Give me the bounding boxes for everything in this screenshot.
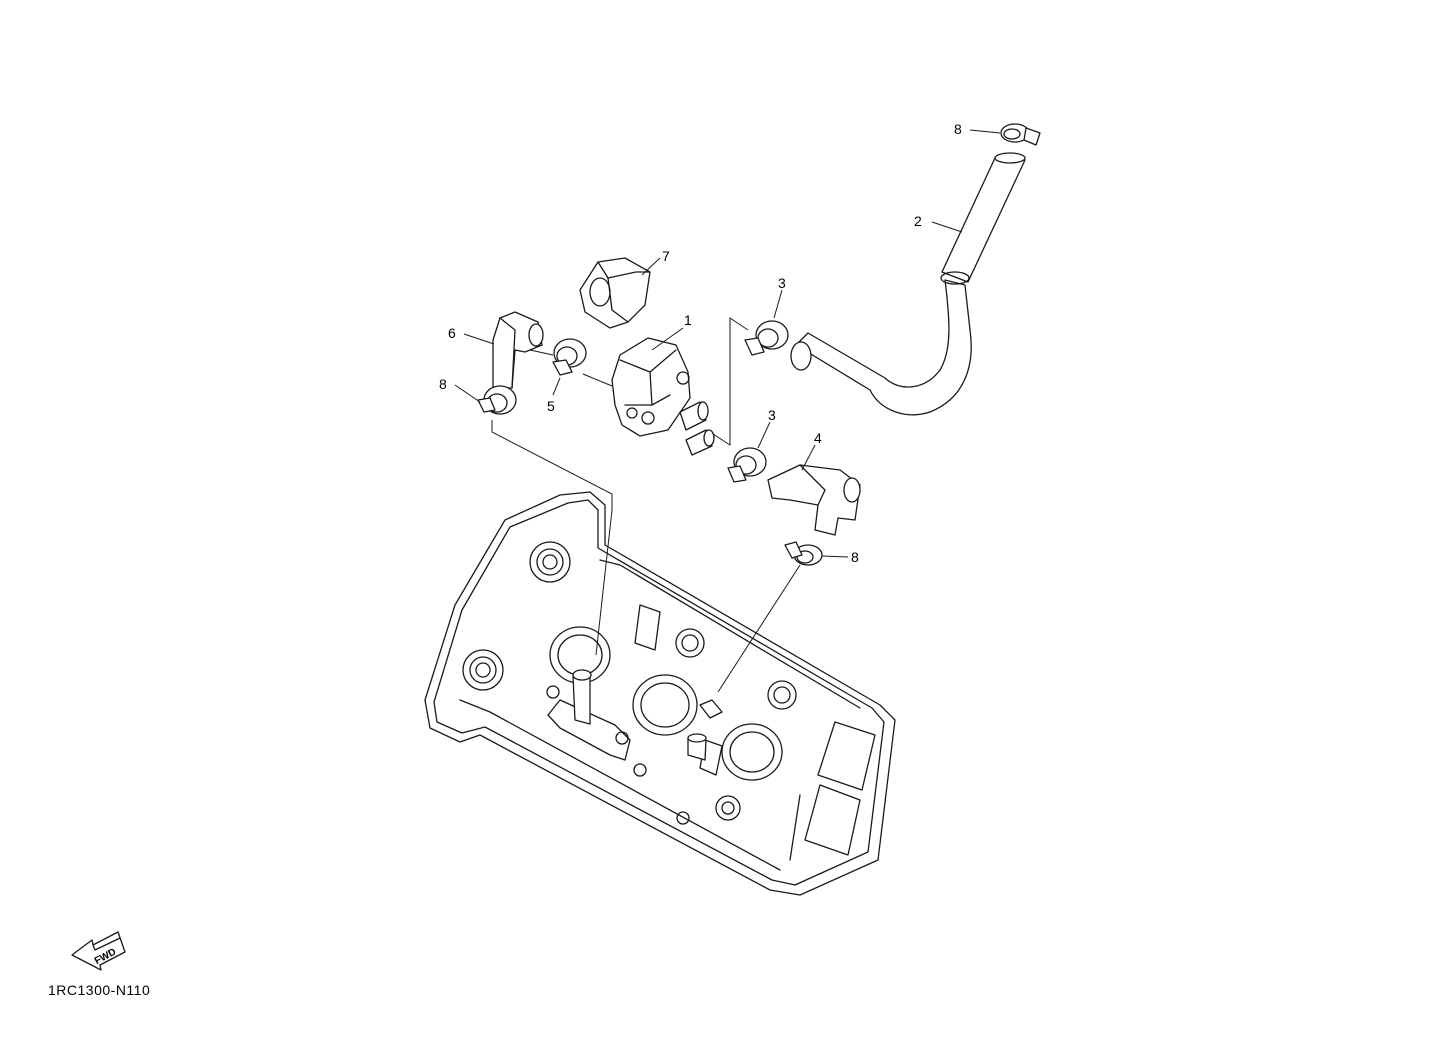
callout-8-top: 8 — [954, 121, 962, 137]
diagram-code: 1RC1300-N110 — [48, 982, 151, 998]
part-8-clamp-top — [1000, 123, 1041, 146]
part-1-air-cutoff-valve — [611, 337, 715, 456]
part-8-clamp-left — [477, 385, 517, 415]
part-4-elbow-hose — [767, 464, 861, 536]
part-3-clamp-lower — [727, 447, 767, 483]
connection-lines — [491, 317, 801, 693]
cylinder-head-cover — [424, 491, 896, 896]
callout-7: 7 — [662, 248, 670, 264]
callout-3-upper: 3 — [778, 275, 786, 291]
callout-5: 5 — [547, 398, 555, 414]
fwd-arrow-icon: FWD — [71, 931, 126, 971]
callout-numbers: 1 2 3 3 4 5 6 7 8 8 8 — [439, 121, 962, 565]
callout-1: 1 — [684, 312, 692, 328]
part-2-hose — [790, 152, 1026, 416]
callout-4: 4 — [814, 430, 822, 446]
callout-6: 6 — [448, 325, 456, 341]
part-5-clamp — [552, 338, 587, 376]
part-7-damper — [579, 257, 651, 329]
part-8-clamp-right — [784, 541, 823, 566]
callout-8-right: 8 — [851, 549, 859, 565]
callout-leaders — [454, 129, 1001, 558]
part-3-clamp-upper — [744, 320, 789, 356]
callout-8-left: 8 — [439, 376, 447, 392]
callout-3-lower: 3 — [768, 407, 776, 423]
callout-2: 2 — [914, 213, 922, 229]
part-6-elbow-hose — [492, 311, 544, 389]
